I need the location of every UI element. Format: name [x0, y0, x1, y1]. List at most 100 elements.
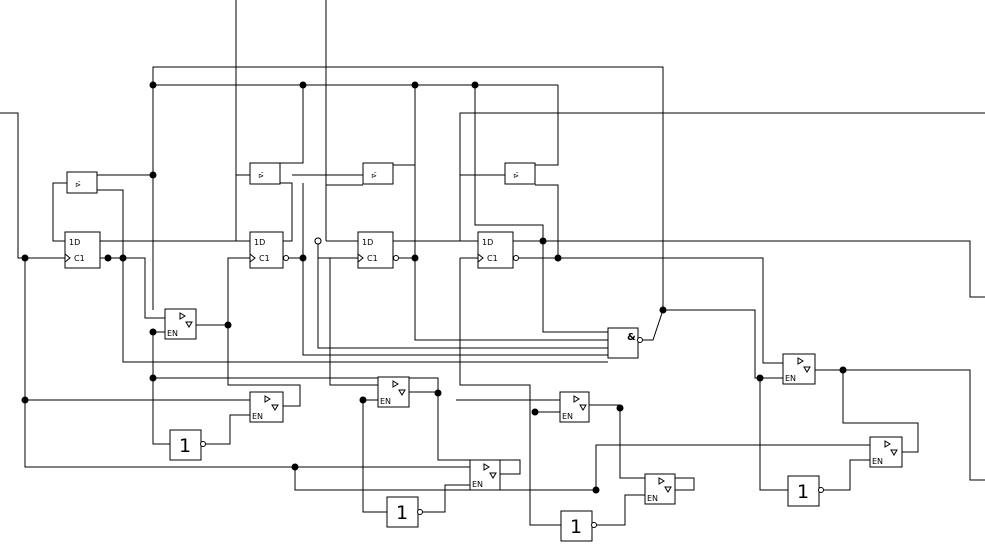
wire	[420, 484, 470, 513]
tristate-en-label: EN	[472, 480, 483, 489]
wire	[815, 369, 985, 481]
svg-text:⊳̄: ⊳̄	[513, 172, 519, 180]
inverter: 1	[386, 496, 423, 528]
tristate-en-label: EN	[562, 412, 573, 421]
d-flip-flop: 1D C1	[477, 231, 519, 269]
tristate-buffer: EN	[559, 391, 590, 423]
wire	[513, 240, 544, 332]
svg-text:⊳̄: ⊳̄	[75, 181, 81, 189]
wire	[842, 370, 919, 453]
wire	[558, 257, 783, 364]
junction-dot	[756, 374, 764, 382]
wires	[0, 0, 985, 526]
svg-text:⊳̄: ⊳̄	[258, 172, 264, 180]
junction-dot	[149, 171, 157, 179]
tristate-buffer: EN	[164, 308, 197, 340]
tristate-buffer: EN	[644, 473, 676, 505]
junction-dot	[149, 374, 157, 382]
junction-dot	[411, 81, 419, 89]
junction-dot	[299, 81, 307, 89]
junction-dot	[299, 254, 307, 262]
inverter-label: 1	[570, 516, 582, 538]
tristate-en-label: EN	[647, 494, 658, 503]
wire	[821, 459, 870, 491]
tristate-buffer: EN	[469, 459, 501, 491]
junction-dot	[539, 237, 547, 245]
dff-clock-label: C1	[259, 254, 270, 263]
wire	[201, 414, 250, 445]
junction-dot	[434, 389, 442, 397]
wire	[459, 112, 985, 241]
wire	[196, 324, 301, 407]
d-flip-flop: 1D C1	[249, 231, 289, 269]
wire	[302, 258, 608, 356]
wire	[280, 85, 304, 164]
wire	[393, 85, 416, 166]
tristate-en-label: EN	[167, 329, 178, 338]
and-gate: &	[607, 327, 643, 359]
junction-dot	[149, 81, 157, 89]
feedback-buffer: ⊳̄	[504, 162, 536, 185]
d-flip-flop: 1D C1	[64, 231, 101, 269]
wire	[153, 377, 439, 393]
wire	[97, 189, 124, 258]
connector-circle	[314, 237, 322, 245]
dff-d-label: 1D	[482, 238, 493, 247]
junction-dot	[21, 254, 29, 262]
inverter: 1	[169, 429, 206, 461]
junction-dot	[359, 396, 367, 404]
wire	[459, 174, 505, 242]
junction-dot	[291, 463, 299, 471]
junction-dot	[21, 396, 29, 404]
d-flip-flop: 1D C1	[357, 231, 399, 269]
inverter-label: 1	[396, 502, 408, 524]
junctions	[21, 81, 847, 494]
junction-dot	[149, 328, 157, 336]
wire	[362, 400, 387, 513]
wire	[594, 494, 645, 526]
feedback-buffer: ⊳̄	[249, 162, 281, 185]
junction-dot	[554, 254, 562, 262]
wire	[409, 391, 470, 461]
wire	[535, 85, 559, 166]
feedback-buffer: ⊳̄	[66, 171, 98, 194]
tristate-buffer: EN	[377, 376, 410, 408]
junction-dot	[411, 254, 419, 262]
tristate-en-label: EN	[872, 457, 883, 466]
wire	[459, 258, 561, 526]
wire	[329, 258, 378, 386]
dff-clock-label: C1	[74, 254, 85, 263]
inverter-label: 1	[179, 435, 191, 457]
inverter: 1	[560, 510, 597, 542]
wire	[640, 309, 783, 379]
wire	[24, 258, 470, 468]
wire	[396, 257, 608, 341]
wire	[675, 477, 695, 491]
dff-d-label: 1D	[69, 238, 80, 247]
wire	[280, 182, 293, 242]
wire	[0, 112, 65, 259]
tristate-buffer: EN	[869, 436, 903, 468]
dff-clock-label: C1	[487, 254, 498, 263]
junction-dot	[471, 81, 479, 89]
junction-dot	[531, 408, 539, 416]
junction-dot	[592, 486, 600, 494]
wire	[52, 182, 67, 242]
wire	[500, 459, 521, 475]
junction-dot	[839, 366, 847, 374]
wire	[535, 184, 559, 258]
junction-dot	[119, 254, 127, 262]
dff-d-label: 1D	[362, 238, 373, 247]
junction-dot	[104, 254, 112, 262]
wire	[595, 444, 870, 490]
inverter: 1	[787, 475, 824, 507]
wire	[543, 240, 985, 298]
wire	[227, 257, 250, 325]
wire	[589, 404, 645, 479]
and-gate-label: &	[627, 332, 636, 343]
wire	[474, 85, 608, 333]
dff-clock-label: C1	[367, 254, 378, 263]
wire	[288, 183, 304, 259]
svg-text:⊳̄: ⊳̄	[371, 172, 377, 180]
